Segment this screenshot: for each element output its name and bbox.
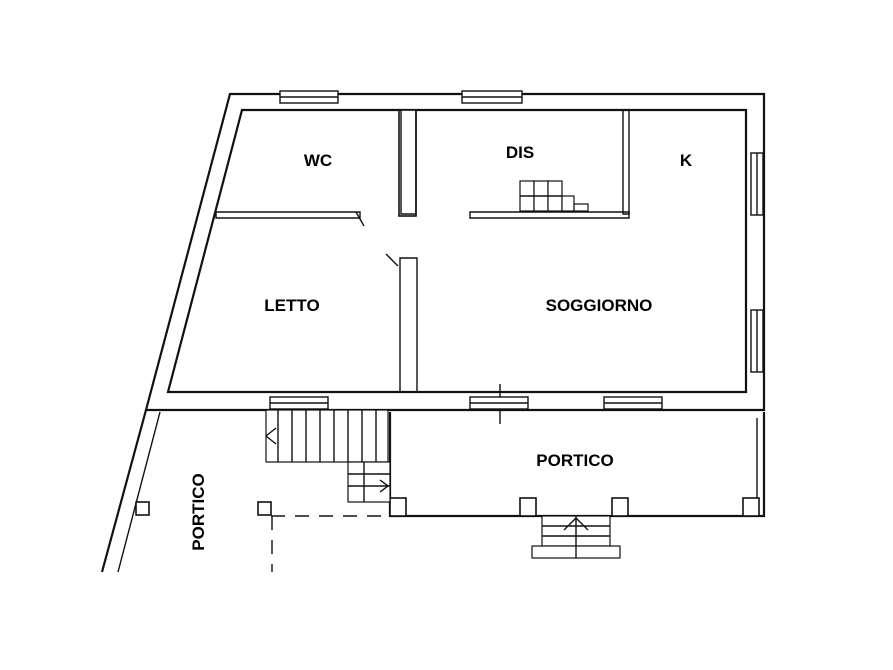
windows bbox=[269, 90, 764, 410]
label-wc: WC bbox=[304, 151, 332, 170]
exterior-stair-left bbox=[265, 409, 391, 503]
outer-walls bbox=[144, 92, 766, 412]
label-k: K bbox=[680, 151, 693, 170]
exterior-stair-front bbox=[531, 515, 621, 559]
side-portico bbox=[100, 409, 390, 573]
label-soggiorno: SOGGIORNO bbox=[546, 296, 653, 315]
interior-walls bbox=[215, 109, 630, 424]
label-dis: DIS bbox=[506, 143, 534, 162]
room-labels: WC DIS K LETTO SOGGIORNO PORTICO PORTICO bbox=[189, 143, 693, 551]
label-letto: LETTO bbox=[264, 296, 319, 315]
internal-stair bbox=[519, 180, 589, 212]
label-portico-front: PORTICO bbox=[536, 451, 613, 470]
label-portico-side: PORTICO bbox=[189, 473, 208, 550]
